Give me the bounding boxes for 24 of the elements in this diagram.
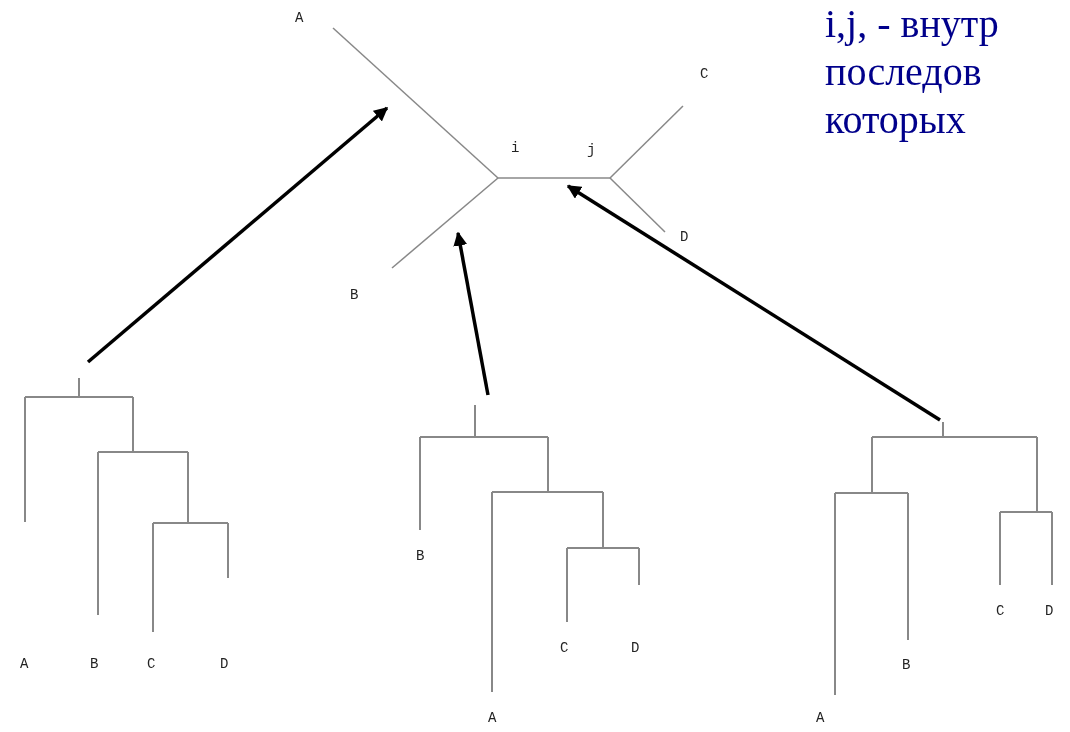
- leaf-label: D: [631, 640, 640, 656]
- leaf-label: C: [560, 640, 569, 656]
- leaf-label: A: [816, 710, 825, 726]
- arrow: [453, 231, 490, 396]
- tree-branch: [332, 27, 499, 179]
- leaf-label: D: [1045, 603, 1054, 619]
- tree-branch: [391, 177, 499, 269]
- leaf-label: D: [680, 229, 689, 245]
- arrow: [86, 106, 389, 364]
- leaf-label: B: [416, 548, 425, 564]
- leaf-label: B: [350, 287, 359, 303]
- leaf-label: A: [295, 10, 304, 26]
- leaf-label: D: [220, 656, 229, 672]
- leaf-label: A: [20, 656, 29, 672]
- node-label: j: [587, 142, 596, 158]
- annotation-text: i,j, - внутр последов которых: [825, 0, 1000, 144]
- leaf-label: C: [147, 656, 156, 672]
- leaf-label: B: [90, 656, 99, 672]
- leaf-label: C: [996, 603, 1005, 619]
- arrow: [566, 184, 941, 422]
- node-label: i: [511, 140, 520, 156]
- leaf-label: B: [902, 657, 911, 673]
- leaf-label: A: [488, 710, 497, 726]
- leaf-label: C: [700, 66, 709, 82]
